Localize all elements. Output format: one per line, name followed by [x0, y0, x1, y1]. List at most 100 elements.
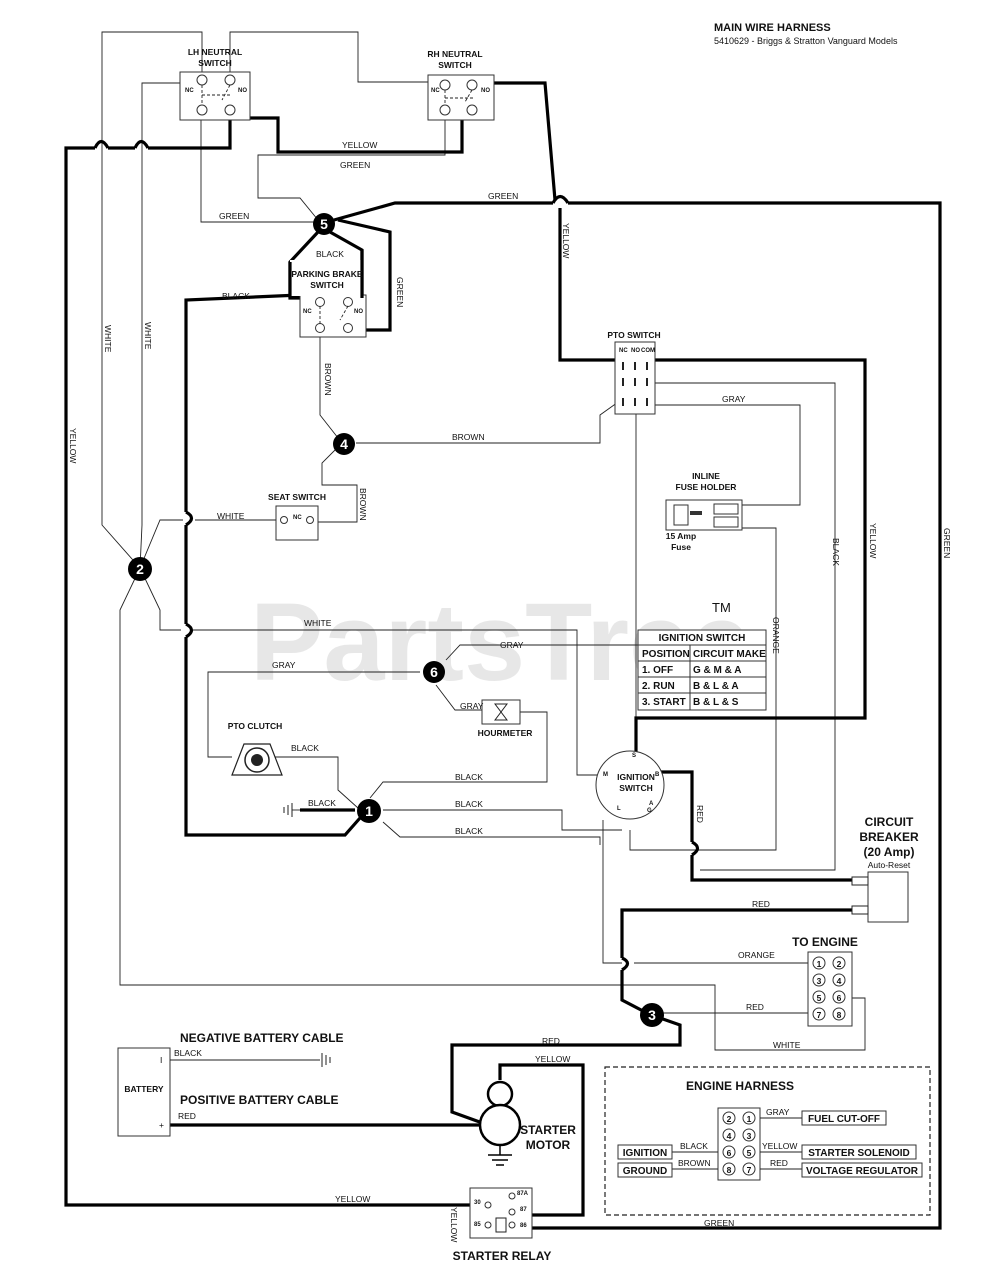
ignition-switch-label-2: SWITCH: [619, 783, 653, 793]
ignition-table-title: IGNITION SWITCH: [659, 633, 746, 644]
wire-label-orange: ORANGE: [771, 617, 781, 654]
ign-a: A: [649, 801, 654, 807]
svg-text:5: 5: [747, 1148, 752, 1158]
svg-text:3: 3: [648, 1007, 656, 1023]
pto-no-label: NO: [631, 348, 640, 354]
wire-label-white: WHITE: [217, 511, 245, 521]
eh-right-starter-solenoid: STARTER SOLENOID: [808, 1148, 909, 1159]
lh-neutral-label-1: LH NEUTRAL: [188, 47, 242, 57]
rh-neutral-label-1: RH NEUTRAL: [427, 49, 482, 59]
wire-label-brown: BROWN: [323, 363, 333, 396]
wire-label-gray: GRAY: [500, 640, 524, 650]
svg-text:7: 7: [817, 1010, 822, 1020]
ign-s: S: [632, 753, 636, 759]
rh-neutral-switch: NC NO RH NEUTRAL SWITCH: [427, 49, 495, 121]
wire-label-green: GREEN: [219, 211, 249, 221]
wire-labels: YELLOW GREEN GREEN GREEN BLACK BLACK BRO…: [68, 140, 952, 1242]
eh-wire-yellow: YELLOW: [762, 1141, 797, 1151]
svg-text:6: 6: [837, 993, 842, 1003]
eh-right-fuel-cutoff: FUEL CUT-OFF: [808, 1114, 880, 1125]
to-engine-connector: 1 2 3 4 5 6 7 8 TO ENGINE: [792, 935, 858, 1027]
ground-icon: [283, 803, 293, 817]
wire-label-brown: BROWN: [452, 432, 485, 442]
wire-label-white: WHITE: [103, 325, 113, 353]
ignition-table: IGNITION SWITCH POSITION CIRCUIT MAKE 1.…: [637, 629, 767, 711]
eh-right-voltage-regulator: VOLTAGE REGULATOR: [806, 1166, 919, 1177]
node-6: 6: [423, 661, 445, 683]
seat-switch: NC SEAT SWITCH: [268, 492, 326, 541]
ignition-table-cell: 1. OFF: [642, 665, 673, 676]
svg-text:2: 2: [136, 561, 144, 577]
svg-text:8: 8: [837, 1010, 842, 1020]
wire-label-yellow: YELLOW: [449, 1207, 459, 1242]
battery-label: BATTERY: [124, 1084, 164, 1094]
circuit-breaker-label-1: CIRCUIT: [865, 815, 914, 829]
ignition-table-cell: 3. START: [642, 697, 686, 708]
diagram-title: MAIN WIRE HARNESS: [714, 22, 831, 34]
engine-harness: ENGINE HARNESS 2 1 4 3 6 5 8 7 IGNITION …: [604, 1066, 931, 1216]
fuse-rating-2: Fuse: [671, 542, 691, 552]
ignition-switch: S M B A L G IGNITION SWITCH: [595, 750, 665, 820]
ignition-table-header-2: CIRCUIT MAKE: [693, 649, 766, 660]
wire-label-black: BLACK: [831, 538, 841, 566]
starter-relay: 30 87A 87 85 86 STARTER RELAY: [453, 1187, 552, 1263]
wire-label-gray: GRAY: [272, 660, 296, 670]
svg-text:5: 5: [817, 993, 822, 1003]
svg-text:6: 6: [430, 664, 438, 680]
wire-label-red: RED: [752, 899, 770, 909]
wire-label-green: GREEN: [340, 160, 370, 170]
circuit-breaker: CIRCUIT BREAKER (20 Amp) Auto-Reset: [851, 815, 919, 923]
ign-l: L: [617, 806, 621, 812]
wire-label-yellow: YELLOW: [868, 523, 878, 558]
svg-text:6: 6: [727, 1148, 732, 1158]
seat-switch-label: SEAT SWITCH: [268, 492, 326, 502]
wire-label-yellow: YELLOW: [561, 223, 571, 258]
pto-switch: NC NO COM PTO SWITCH: [607, 330, 661, 415]
wire-label-green: GREEN: [395, 277, 405, 307]
circuit-breaker-note: Auto-Reset: [868, 860, 911, 870]
wire-label-green: GREEN: [704, 1218, 734, 1228]
lh-neutral-label-2: SWITCH: [198, 58, 232, 68]
negative-battery-cable-label: NEGATIVE BATTERY CABLE: [180, 1031, 344, 1045]
battery-pos: +: [159, 1120, 164, 1130]
wire-label-black: BLACK: [455, 772, 483, 782]
svg-text:4: 4: [727, 1131, 732, 1141]
ign-m: M: [603, 772, 608, 778]
ign-b: B: [655, 772, 660, 778]
wire-label-black: BLACK: [174, 1048, 202, 1058]
wire-label-yellow: YELLOW: [342, 140, 377, 150]
wire-label-white: WHITE: [773, 1040, 801, 1050]
battery: BATTERY I +: [117, 1047, 320, 1137]
node-5: 5: [313, 213, 335, 235]
wire-label-red: RED: [695, 805, 705, 823]
starter-relay-label: STARTER RELAY: [453, 1249, 552, 1263]
svg-text:4: 4: [837, 976, 842, 986]
wire-label-gray: GRAY: [460, 701, 484, 711]
pto-clutch-label: PTO CLUTCH: [228, 721, 283, 731]
parking-brake-label-2: SWITCH: [310, 280, 344, 290]
to-engine-label: TO ENGINE: [792, 935, 858, 949]
ground-icon: [321, 1053, 331, 1067]
wire-label-black: BLACK: [222, 291, 250, 301]
circuit-breaker-label-2: BREAKER: [859, 830, 919, 844]
pto-nc-label: NC: [619, 348, 628, 354]
svg-text:8: 8: [727, 1165, 732, 1175]
svg-text:5: 5: [320, 216, 328, 232]
wire-label-black: BLACK: [308, 798, 336, 808]
wire-label-red: RED: [178, 1111, 196, 1121]
seat-nc-label: NC: [293, 515, 302, 521]
wire-label-black: BLACK: [455, 826, 483, 836]
rh-no-label: NO: [481, 88, 490, 94]
svg-text:3: 3: [817, 976, 822, 986]
svg-text:1: 1: [817, 959, 822, 969]
wire-label-green: GREEN: [488, 191, 518, 201]
pb-no-label: NO: [354, 309, 363, 315]
eh-left-ground: GROUND: [623, 1166, 667, 1177]
node-3: 3: [640, 1003, 664, 1027]
ignition-table-cell: G & M & A: [693, 665, 742, 676]
pto-clutch: PTO CLUTCH: [228, 721, 283, 776]
wire-label-green: GREEN: [942, 528, 952, 558]
svg-text:1: 1: [747, 1114, 752, 1124]
svg-text:86: 86: [520, 1223, 527, 1229]
